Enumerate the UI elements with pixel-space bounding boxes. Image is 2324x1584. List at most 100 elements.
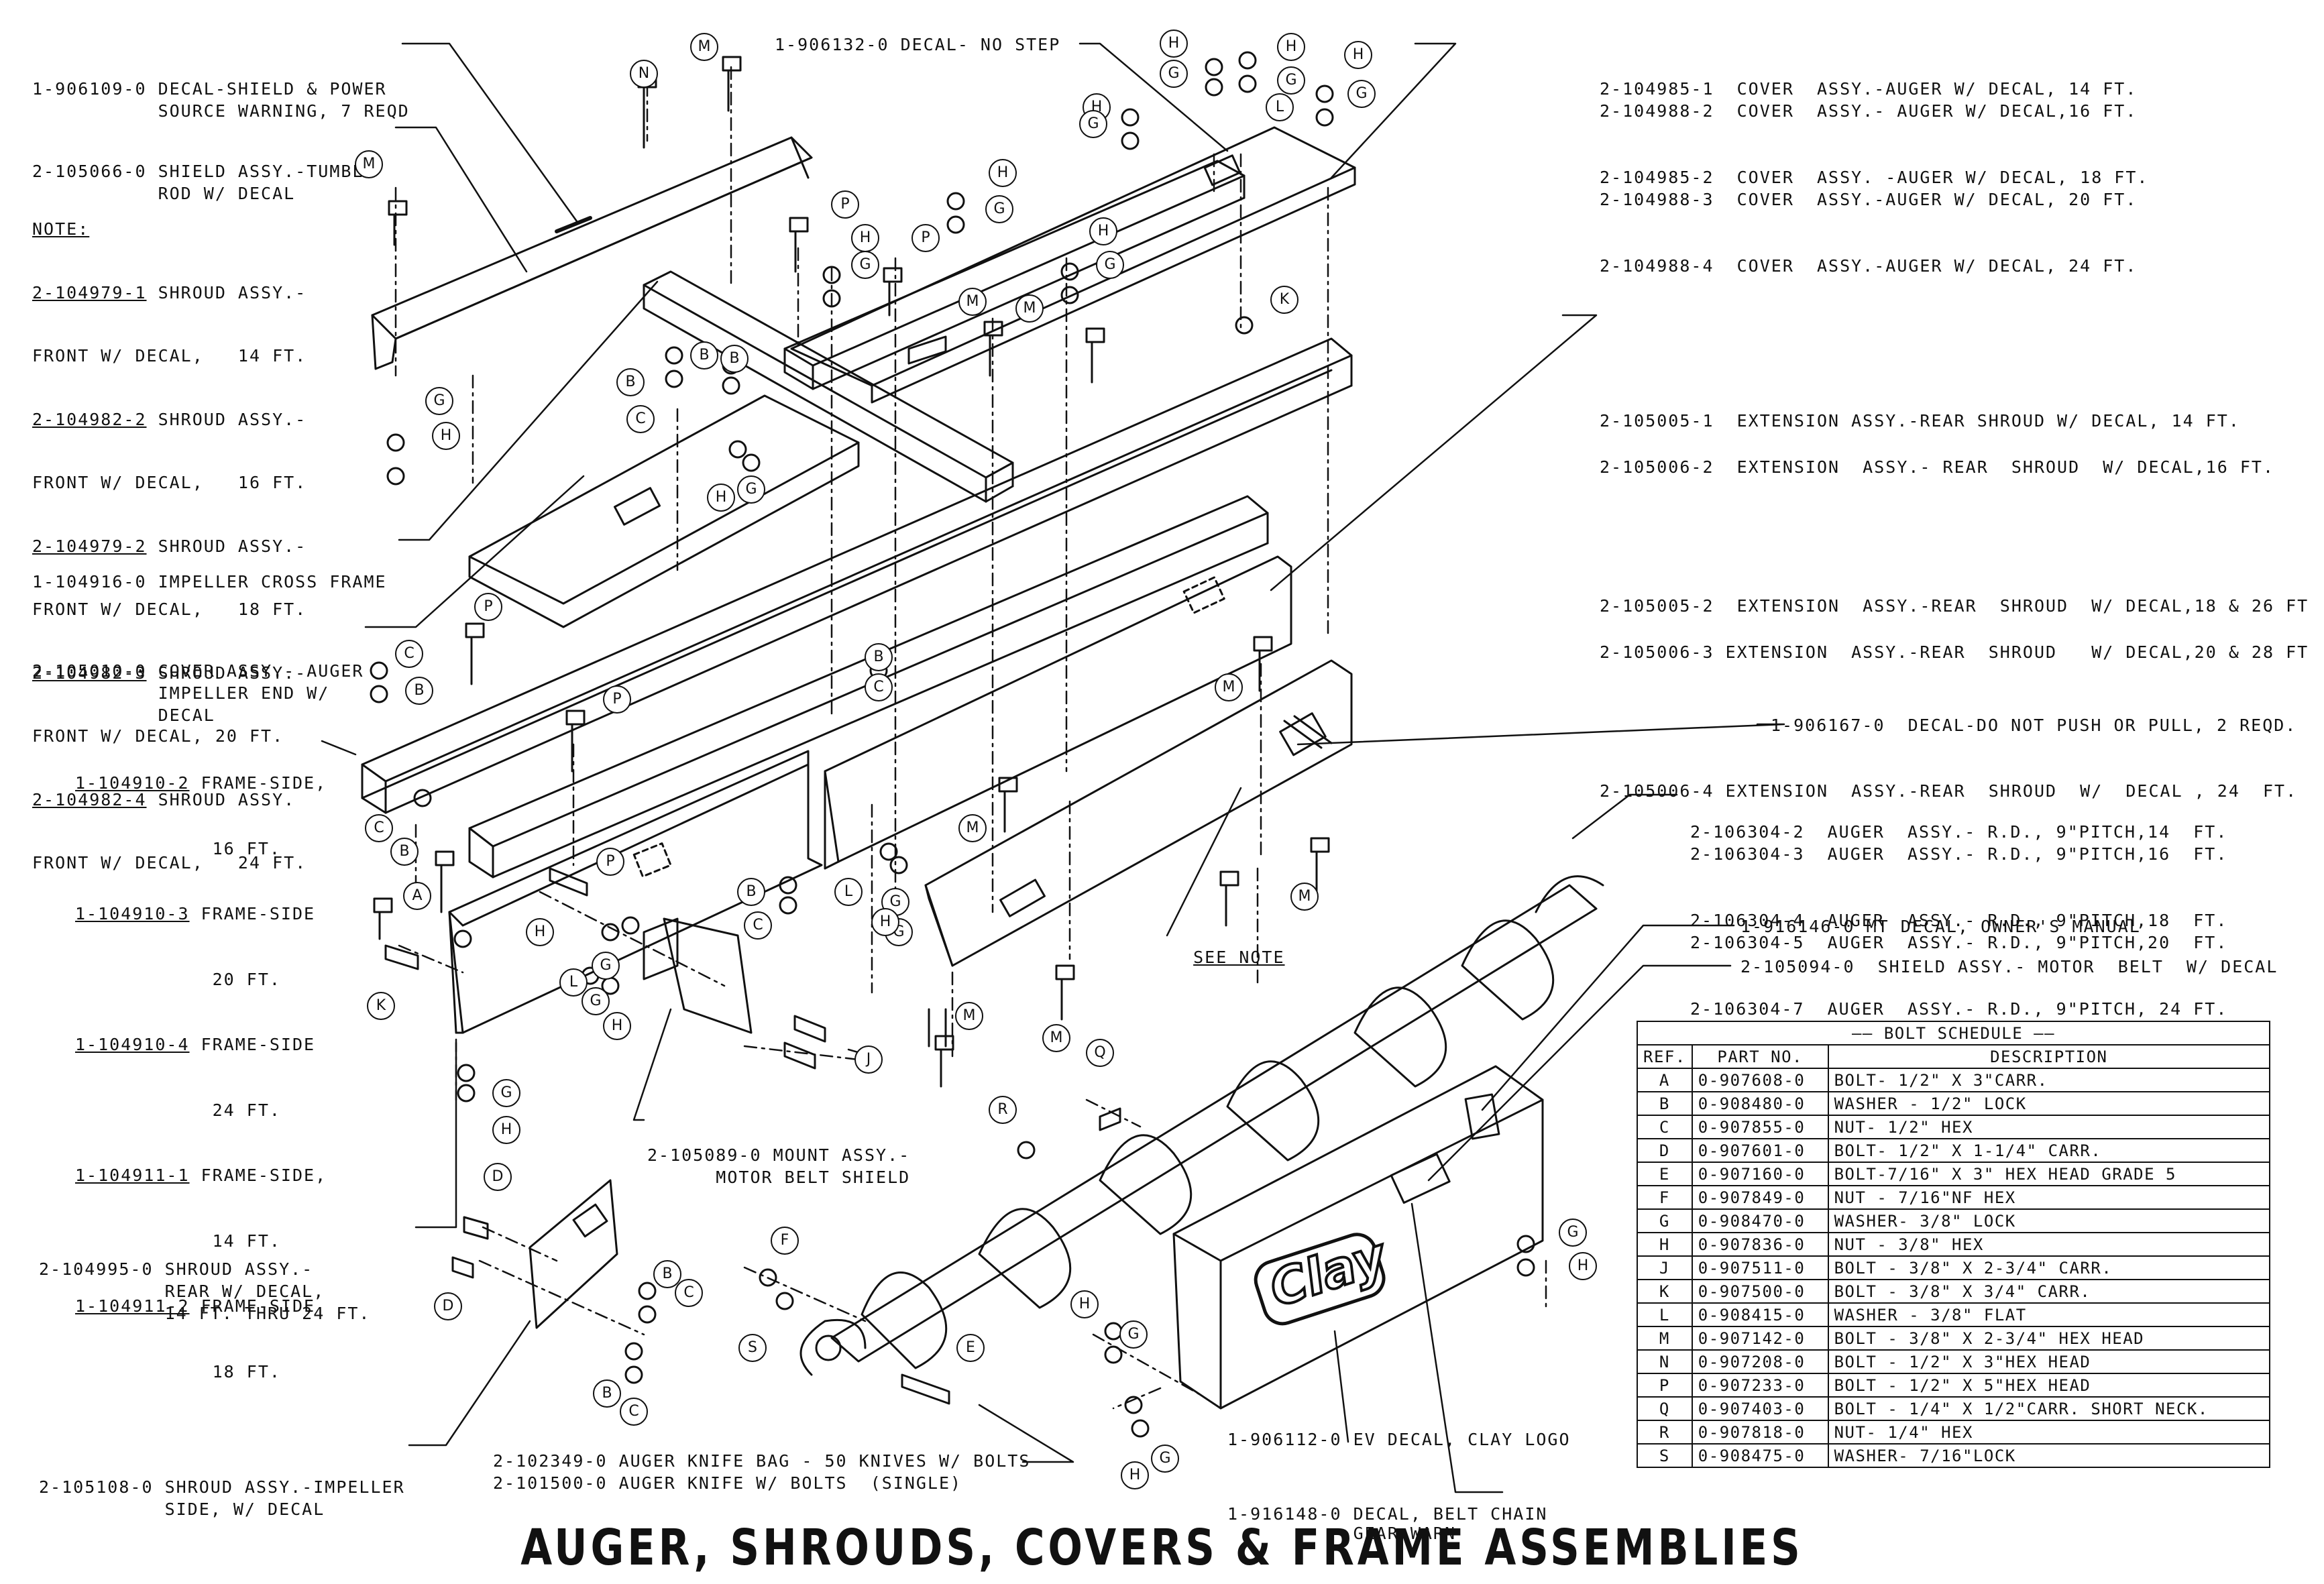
tumble-rod-shield [371, 136, 813, 370]
motor-belt-shield [1172, 1065, 1544, 1410]
cell-ref: J [1637, 1255, 1693, 1280]
label-decal-no-step: 1-906132-0 DECAL- NO STEP [775, 35, 1061, 54]
callout-c: C [744, 911, 772, 940]
callout-c: C [395, 640, 423, 668]
cell-ref: M [1637, 1326, 1693, 1351]
cell-description: WASHER - 3/8" FLAT [1827, 1302, 2271, 1327]
cell-part-no: 0-907608-0 [1691, 1068, 1829, 1092]
callout-g: G [582, 987, 610, 1015]
callout-h: H [1277, 33, 1305, 61]
side-frame-rear [468, 495, 1269, 879]
cell-description: BOLT - 3/8" X 3/4" CARR. [1827, 1279, 2271, 1304]
cell-ref: G [1637, 1208, 1693, 1233]
callout-b: B [720, 345, 749, 373]
callout-g: G [425, 387, 453, 415]
cell-part-no: 0-907849-0 [1691, 1185, 1829, 1210]
frame-side-list: 1-104910-2 FRAME-SIDE, 16 FT. 1-104910-3… [75, 773, 327, 1381]
bolt-schedule-table: —— BOLT SCHEDULE —— REF. PART NO. DESCRI… [1637, 1021, 2271, 1468]
callout-c: C [675, 1279, 703, 1307]
label-decal-shield-power: 1-906109-0 DECAL-SHIELD & POWER SOURCE W… [32, 79, 410, 121]
callout-h: H [1344, 41, 1372, 69]
col-description: DESCRIPTION [1827, 1044, 2271, 1069]
callout-b: B [690, 341, 718, 370]
cell-part-no: 0-907836-0 [1691, 1232, 1829, 1257]
cell-description: NUT - 7/16"NF HEX [1827, 1185, 2271, 1210]
label-owners-manual-decal: 1-916146-0 MT DECAL, OWNER'S MANUAL [1740, 917, 2141, 936]
cell-description: BOLT - 1/2" X 5"HEX HEAD [1827, 1373, 2271, 1398]
label-shroud-impeller-side: 2-105108-0 SHROUD ASSY.-IMPELLER SIDE, W… [39, 1477, 405, 1519]
cell-ref: B [1637, 1091, 1693, 1116]
cell-part-no: 0-908480-0 [1691, 1091, 1829, 1116]
auger-cover [790, 126, 1356, 404]
cell-part-no: 0-907208-0 [1691, 1349, 1829, 1374]
callout-c: C [365, 814, 393, 842]
cell-part-no: 0-908415-0 [1691, 1302, 1829, 1327]
cell-description: BOLT - 1/2" X 3"HEX HEAD [1827, 1349, 2271, 1374]
callout-h: H [492, 1116, 520, 1144]
callout-p: P [831, 190, 859, 219]
callout-d: D [434, 1292, 462, 1320]
col-ref: REF. [1637, 1044, 1693, 1069]
cell-part-no: 0-907601-0 [1691, 1138, 1829, 1163]
callout-k: K [367, 992, 395, 1020]
callout-h: H [871, 908, 899, 936]
cell-description: BOLT-7/16" X 3" HEX HEAD GRADE 5 [1827, 1162, 2271, 1186]
label-see-note: SEE NOTE [1193, 948, 1285, 967]
cell-ref: C [1637, 1115, 1693, 1139]
callout-g: G [1559, 1219, 1587, 1247]
label-knife-single: 2-101500-0 AUGER KNIFE W/ BOLTS (SINGLE) [493, 1473, 962, 1493]
label-decal-no-push: 1-906167-0 DECAL-DO NOT PUSH OR PULL, 2 … [1771, 716, 2297, 735]
callout-b: B [390, 838, 419, 866]
assembly-centerlines [394, 66, 1547, 1309]
cell-description: WASHER- 7/16"LOCK [1827, 1443, 2271, 1468]
label-shield-motor-belt: 2-105094-0 SHIELD ASSY.- MOTOR BELT W/ D… [1740, 957, 2278, 976]
callout-b: B [405, 677, 433, 705]
callout-p: P [603, 685, 631, 714]
motor-belt-mount [643, 917, 753, 1034]
callout-c: C [865, 673, 893, 701]
leader-lines [321, 42, 1785, 1493]
callout-h: H [603, 1012, 631, 1040]
callout-a: A [403, 882, 431, 910]
callout-m: M [690, 33, 718, 61]
callout-h: H [707, 484, 735, 512]
callout-b: B [616, 368, 645, 396]
front-lower-shroud [924, 659, 1353, 967]
cell-ref: D [1637, 1138, 1693, 1163]
cell-ref: K [1637, 1279, 1693, 1304]
cell-ref: S [1637, 1443, 1693, 1468]
impeller-side-shroud [529, 1179, 618, 1329]
cell-ref: E [1637, 1162, 1693, 1186]
label-shield-tumble-rod: 2-105066-0 SHIELD ASSY.-TUMBLE ROD W/ DE… [32, 162, 376, 203]
label-belt-chain-decal: 1-916148-0 DECAL, BELT CHAIN GEAR WARN [1227, 1504, 1548, 1543]
cell-part-no: 0-907160-0 [1691, 1162, 1829, 1186]
callout-h: H [432, 422, 460, 450]
cell-part-no: 0-907142-0 [1691, 1326, 1829, 1351]
callout-c: C [620, 1398, 648, 1426]
cell-ref: H [1637, 1232, 1693, 1257]
extension-rear-shroud [824, 555, 1292, 870]
callout-g: G [1119, 1320, 1148, 1349]
callout-m: M [958, 814, 987, 842]
cell-part-no: 0-907500-0 [1691, 1279, 1829, 1304]
callout-p: P [596, 848, 624, 876]
callout-m: M [1042, 1024, 1070, 1052]
cell-description: BOLT - 1/4" X 1/2"CARR. SHORT NECK. [1827, 1396, 2271, 1421]
bolt-schedule-caption: —— BOLT SCHEDULE —— [1637, 1021, 2270, 1045]
callout-h: H [1070, 1290, 1099, 1318]
callout-g: G [1347, 80, 1376, 108]
fasteners [370, 51, 1535, 1438]
note-block: NOTE: 2-104979-1 SHROUD ASSY.- FRONT W/ … [32, 219, 307, 872]
callout-q: Q [1086, 1039, 1114, 1067]
